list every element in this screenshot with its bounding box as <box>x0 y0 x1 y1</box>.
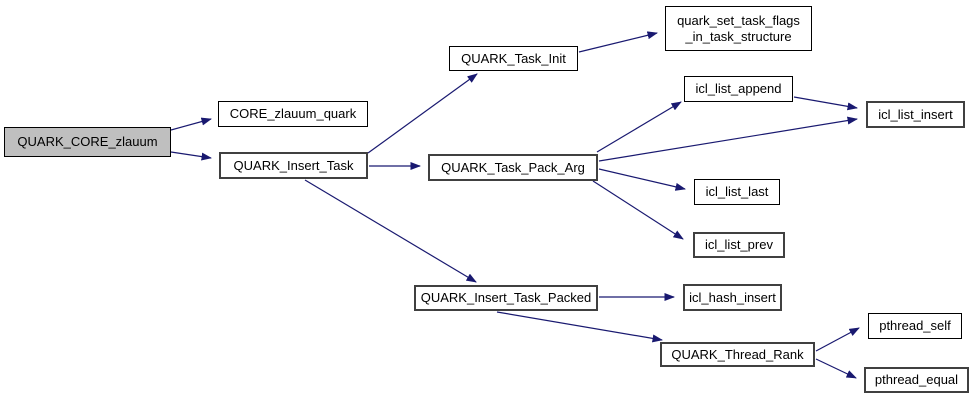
node-label: QUARK_Task_Init <box>461 50 566 66</box>
node-label: icl_list_append <box>695 81 782 96</box>
edge-quark-core-zlauum-to-core-zlauum-quark <box>170 117 212 131</box>
edge-quark-insert-task-to-quark-insert-task-packed <box>304 179 477 283</box>
node-label: QUARK_Insert_Task <box>233 157 354 173</box>
node-label: quark_set_task_flags <box>677 12 800 28</box>
node-icl-list-prev[interactable]: icl_list_prev <box>693 232 785 258</box>
edge-quark-task-pack-arg-to-icl-list-prev <box>592 180 684 240</box>
edge-quark-task-pack-arg-to-icl-list-insert <box>598 116 858 162</box>
node-label: QUARK_CORE_zlauum <box>17 134 158 149</box>
node-label: _in_task_structure <box>685 28 792 44</box>
node-icl-list-insert[interactable]: icl_list_insert <box>866 101 965 128</box>
node-label: icl_list_prev <box>705 237 773 252</box>
edge-quark-thread-rank-to-pthread-equal <box>815 358 857 379</box>
edge-quark-task-init-to-quark-set-task-flags <box>578 31 658 53</box>
edge-quark-insert-task-to-quark-task-init <box>367 73 478 154</box>
node-quark-task-pack-arg[interactable]: QUARK_Task_Pack_Arg <box>428 154 598 181</box>
node-quark-thread-rank[interactable]: QUARK_Thread_Rank <box>660 342 815 367</box>
node-label: icl_list_last <box>705 184 769 199</box>
edge-group <box>170 31 860 379</box>
node-pthread-self[interactable]: pthread_self <box>868 313 962 339</box>
edge-quark-task-pack-arg-to-icl-list-append <box>596 101 682 153</box>
node-quark-set-task-flags[interactable]: quark_set_task_flags_in_task_structure <box>665 6 812 51</box>
node-label: QUARK_Insert_Task_Packed <box>420 290 592 305</box>
edge-icl-list-append-to-icl-list-insert <box>793 96 858 111</box>
edge-quark-core-zlauum-to-quark-insert-task <box>170 151 212 161</box>
node-quark-core-zlauum[interactable]: QUARK_CORE_zlauum <box>4 127 171 157</box>
node-label: QUARK_Task_Pack_Arg <box>441 159 585 175</box>
node-core-zlauum-quark[interactable]: CORE_zlauum_quark <box>218 101 368 127</box>
node-icl-hash-insert[interactable]: icl_hash_insert <box>683 284 782 311</box>
node-label: icl_hash_insert <box>689 289 776 305</box>
edge-quark-insert-task-packed-to-quark-thread-rank <box>496 311 663 343</box>
node-quark-insert-task-packed[interactable]: QUARK_Insert_Task_Packed <box>414 285 598 311</box>
node-label: icl_list_insert <box>878 106 953 122</box>
node-label: CORE_zlauum_quark <box>229 106 357 121</box>
node-icl-list-last[interactable]: icl_list_last <box>694 179 780 205</box>
node-quark-task-init[interactable]: QUARK_Task_Init <box>449 46 578 71</box>
edge-quark-thread-rank-to-pthread-self <box>815 327 860 352</box>
node-label: QUARK_Thread_Rank <box>671 346 804 362</box>
node-label: pthread_equal <box>874 372 959 387</box>
edge-quark-task-pack-arg-to-icl-list-last <box>598 168 686 191</box>
node-label: pthread_self <box>879 318 951 333</box>
node-icl-list-append[interactable]: icl_list_append <box>684 76 793 102</box>
node-quark-insert-task[interactable]: QUARK_Insert_Task <box>219 152 368 179</box>
node-pthread-equal[interactable]: pthread_equal <box>864 367 969 393</box>
